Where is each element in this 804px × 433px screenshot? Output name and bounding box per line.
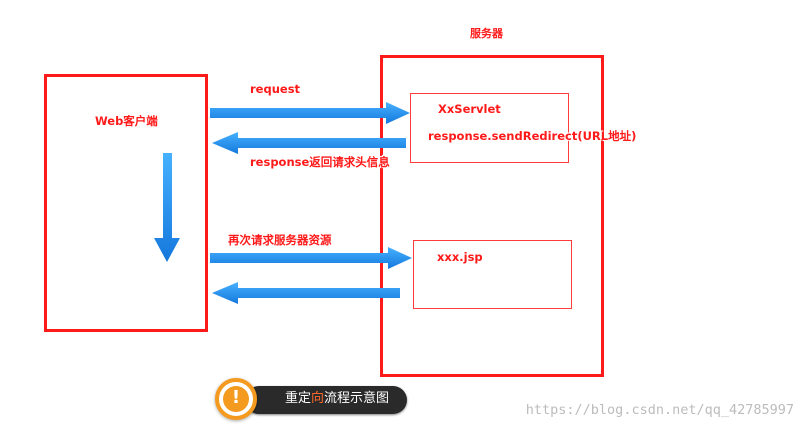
badge-pill: 重定向流程示意图: [245, 386, 407, 414]
response-header-label: response返回请求头信息: [250, 155, 390, 169]
servlet-box: [410, 93, 569, 163]
caption-badge: 重定向流程示意图 !: [215, 378, 407, 420]
second-response-arrow: [212, 282, 400, 304]
jsp-label: xxx.jsp: [437, 250, 483, 264]
exclamation-icon: !: [215, 378, 257, 420]
badge-caption: 重定向流程示意图: [285, 391, 390, 406]
request-label: request: [250, 82, 301, 96]
client-label: Web客户端: [95, 114, 158, 128]
redirect-call-label: response.sendRedirect(URL地址): [428, 129, 637, 143]
client-down-arrow: [154, 153, 180, 262]
server-label: 服务器: [470, 27, 503, 40]
second-request-arrow: [210, 247, 412, 269]
response-arrow: [212, 132, 406, 154]
client-box: [44, 74, 208, 332]
server-box: [380, 55, 604, 377]
jsp-box: [413, 240, 572, 309]
watermark-url: https://blog.csdn.net/qq_42785997: [525, 402, 794, 418]
servlet-label: XxServlet: [438, 102, 501, 116]
request-arrow: [210, 102, 410, 124]
second-request-label: 再次请求服务器资源: [228, 233, 332, 247]
